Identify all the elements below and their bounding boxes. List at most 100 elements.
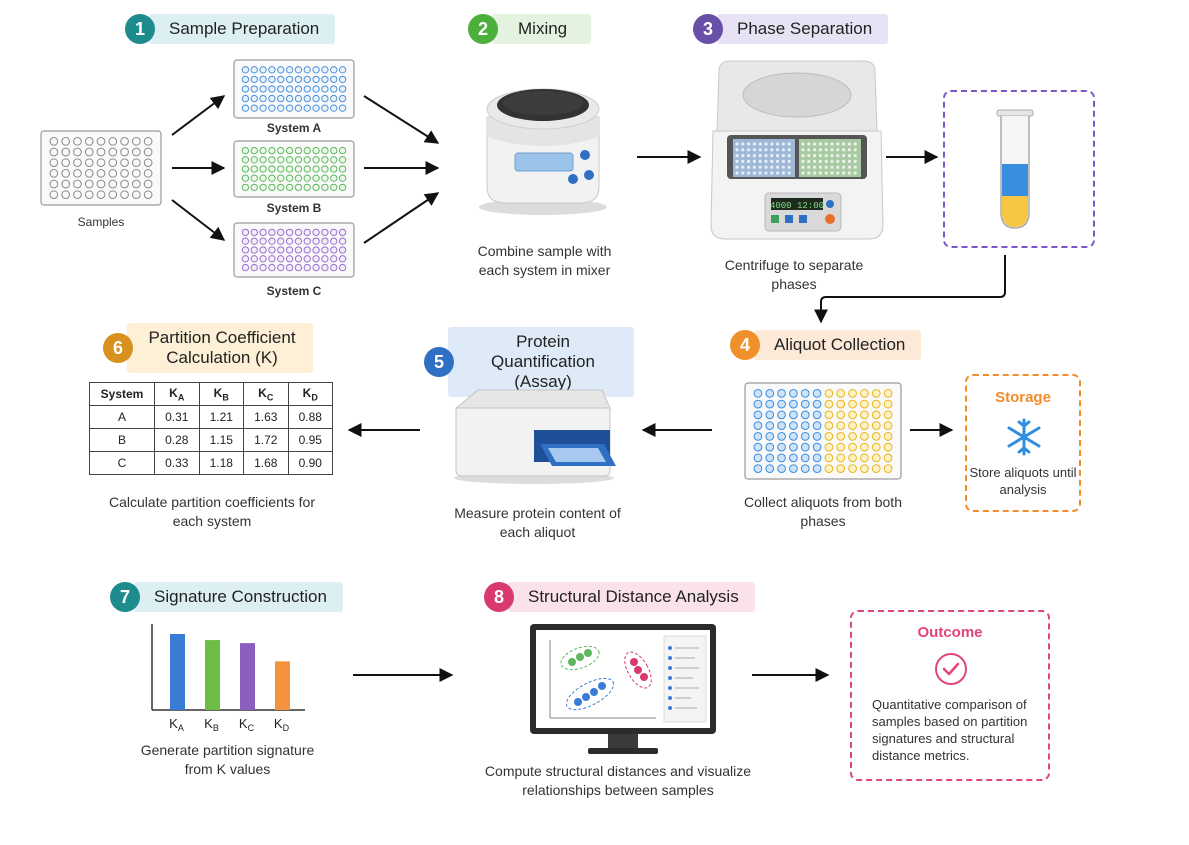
plate-well	[789, 389, 798, 398]
plate-well	[330, 228, 338, 237]
plate-well	[312, 104, 320, 112]
plate-well	[250, 66, 258, 74]
plate-well	[277, 183, 285, 192]
table-cell: C	[89, 451, 155, 475]
plate-well	[338, 255, 347, 263]
table-cell: B	[89, 428, 155, 452]
plate-well	[268, 94, 276, 103]
plate-well	[61, 168, 71, 178]
plate-well	[860, 432, 869, 441]
plate-well	[800, 421, 810, 430]
plate-well	[321, 85, 329, 93]
plate-well	[285, 183, 294, 192]
plate-well	[250, 263, 258, 272]
plate-well	[871, 421, 881, 430]
plate-well	[848, 432, 857, 441]
plate-well	[84, 147, 94, 157]
plate-well	[303, 156, 311, 164]
plate-well	[285, 246, 294, 254]
plate-well	[259, 165, 267, 173]
plate-well	[312, 263, 320, 272]
plate-well	[303, 237, 311, 245]
plate-well	[765, 464, 775, 473]
plate-well	[753, 432, 763, 441]
plate-well	[824, 432, 834, 441]
plate-well	[84, 158, 94, 168]
plate-well	[777, 464, 786, 473]
plate-well	[321, 237, 329, 245]
outcome-title: Outcome	[917, 624, 983, 641]
plate-well	[285, 75, 294, 84]
plate-well	[277, 246, 285, 254]
plate-well	[338, 174, 347, 182]
plate-well	[96, 158, 106, 168]
plate-well	[871, 442, 881, 452]
plate-well	[753, 442, 763, 452]
plate-well	[330, 94, 338, 103]
plate-well	[131, 179, 141, 189]
table-header-cell: KD	[287, 382, 333, 406]
plate-well	[338, 85, 347, 93]
plate-well	[848, 453, 857, 463]
plate-well	[250, 85, 258, 93]
plate-well	[96, 147, 106, 157]
step-8-header: 8 Structural Distance Analysis	[484, 582, 755, 612]
plate-well	[338, 237, 347, 245]
plate-well	[765, 442, 775, 452]
plate-well	[777, 410, 786, 420]
plate-well	[294, 246, 303, 254]
outcome-box: Outcome Quantitative comparison of sampl…	[850, 610, 1050, 781]
plate-well	[294, 237, 303, 245]
plate-well	[277, 237, 285, 245]
plate-well	[285, 146, 294, 155]
plate-well	[259, 183, 267, 192]
plate-well	[285, 228, 294, 237]
table-cell: 1.63	[243, 405, 289, 429]
plate-well	[268, 246, 276, 254]
plate-well	[277, 255, 285, 263]
plate-well	[330, 246, 338, 254]
plate-well	[871, 399, 881, 409]
plate-well	[848, 421, 857, 430]
plate-well	[241, 66, 250, 74]
plate-well	[294, 183, 303, 192]
plate-well	[883, 410, 893, 420]
plate-well	[277, 66, 285, 74]
plate-reader-image	[454, 389, 616, 484]
assay-caption: Measure protein content of each aliquot	[454, 505, 621, 540]
plate-well	[143, 158, 153, 168]
plate-well	[321, 75, 329, 84]
plate-well	[241, 94, 250, 103]
plate-well	[108, 158, 118, 168]
step-6-title: Partition Coefficient Calculation (K)	[127, 323, 313, 373]
plate-well	[871, 410, 881, 420]
plate-well	[330, 85, 338, 93]
plate-well	[753, 453, 763, 463]
plate-well	[303, 174, 311, 182]
plate-well	[241, 246, 250, 254]
plate-well	[259, 228, 267, 237]
plate-well	[765, 432, 775, 441]
table-cell: 1.72	[243, 428, 289, 452]
step-7-badge: 7	[110, 582, 140, 612]
plate-well	[312, 66, 320, 74]
plate-well	[836, 453, 846, 463]
plate-well	[61, 179, 71, 189]
plate-well	[285, 156, 294, 164]
plate-well	[312, 94, 320, 103]
plate-well	[777, 421, 786, 430]
plate-well	[312, 237, 320, 245]
arrow-tube-to-aliquot	[814, 255, 1006, 324]
plate-well	[330, 174, 338, 182]
plate-well	[241, 183, 250, 192]
plate-well	[277, 75, 285, 84]
plate-well	[285, 237, 294, 245]
plate-well	[108, 190, 118, 200]
aliquot-plate	[744, 382, 902, 480]
plate-well	[777, 432, 786, 441]
plate-well	[303, 246, 311, 254]
plate-well	[836, 421, 846, 430]
plate-well	[294, 75, 303, 84]
centrifuge-caption: Centrifuge to separate phases	[724, 257, 864, 292]
